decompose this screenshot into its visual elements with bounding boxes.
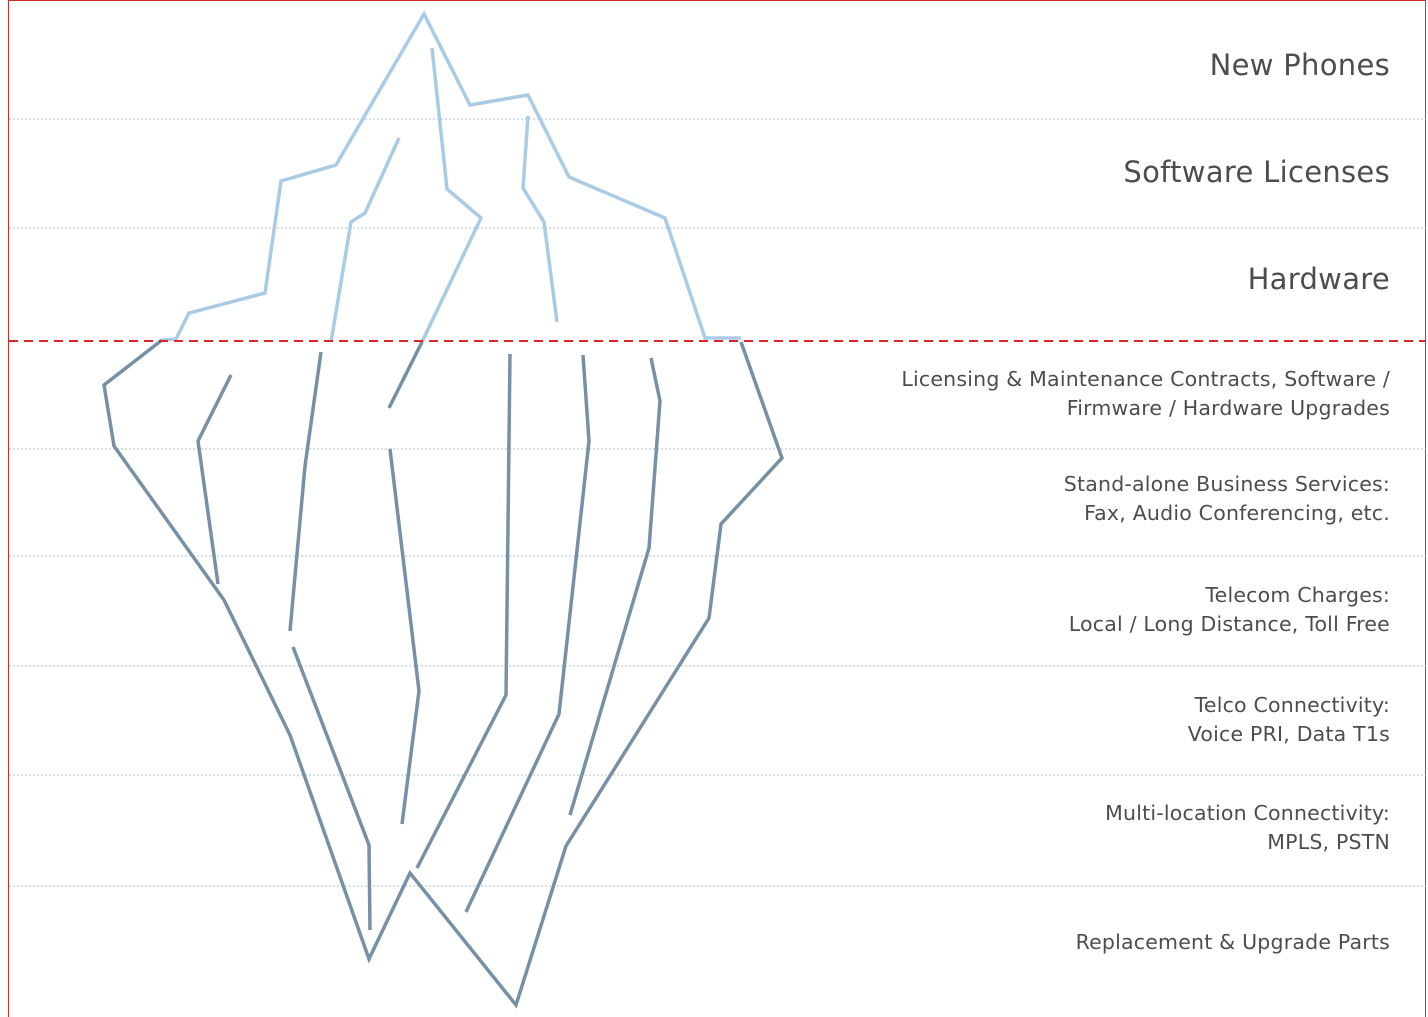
iceberg-tip-crease <box>420 47 484 343</box>
label-line: Telco Connectivity: <box>1194 693 1390 717</box>
iceberg-tip-outline <box>161 10 741 342</box>
iceberg-base-crease <box>387 341 424 409</box>
iceberg-base <box>102 338 785 1009</box>
label-line: Telecom Charges: <box>1205 583 1390 607</box>
diagram-frame <box>8 0 1426 1017</box>
label-business-services: Stand-alone Business Services: Fax, Audi… <box>1064 470 1390 528</box>
label-multi-location: Multi-location Connectivity: MPLS, PSTN <box>1105 799 1390 857</box>
label-line: New Phones <box>1209 48 1390 82</box>
label-replacement-parts: Replacement & Upgrade Parts <box>1076 928 1390 957</box>
iceberg-base-crease <box>464 354 591 913</box>
label-hardware: Hardware <box>1248 262 1390 296</box>
label-line: Replacement & Upgrade Parts <box>1075 930 1390 954</box>
iceberg-base-crease <box>415 353 512 869</box>
iceberg-tip-crease <box>521 115 559 323</box>
label-line: Licensing & Maintenance Contracts, Softw… <box>901 367 1390 391</box>
label-software-licenses: Software Licenses <box>1123 155 1390 189</box>
iceberg-base-crease <box>196 374 233 585</box>
label-line: Multi-location Connectivity: <box>1105 801 1390 825</box>
label-line: Voice PRI, Data T1s <box>1187 722 1390 746</box>
label-line: Stand-alone Business Services: <box>1063 472 1390 496</box>
label-line: Local / Long Distance, Toll Free <box>1068 612 1390 636</box>
label-line: Fax, Audio Conferencing, etc. <box>1084 501 1390 525</box>
label-new-phones: New Phones <box>1210 48 1390 82</box>
iceberg-tip-crease <box>329 137 401 343</box>
label-line: Software Licenses <box>1123 155 1390 189</box>
iceberg-tip <box>161 10 741 343</box>
label-line: MPLS, PSTN <box>1267 830 1390 854</box>
label-licensing-maintenance: Licensing & Maintenance Contracts, Softw… <box>901 365 1390 423</box>
iceberg-base-crease <box>568 357 662 816</box>
label-telecom-charges: Telecom Charges: Local / Long Distance, … <box>1069 581 1390 639</box>
iceberg-base-outline-left <box>102 338 785 1009</box>
iceberg-base-crease <box>388 448 421 825</box>
iceberg-base-crease <box>291 646 372 931</box>
label-line: Hardware <box>1247 262 1390 296</box>
label-line: Firmware / Hardware Upgrades <box>1066 396 1390 420</box>
iceberg-base-crease <box>288 351 323 632</box>
label-telco-connectivity: Telco Connectivity: Voice PRI, Data T1s <box>1188 691 1390 749</box>
